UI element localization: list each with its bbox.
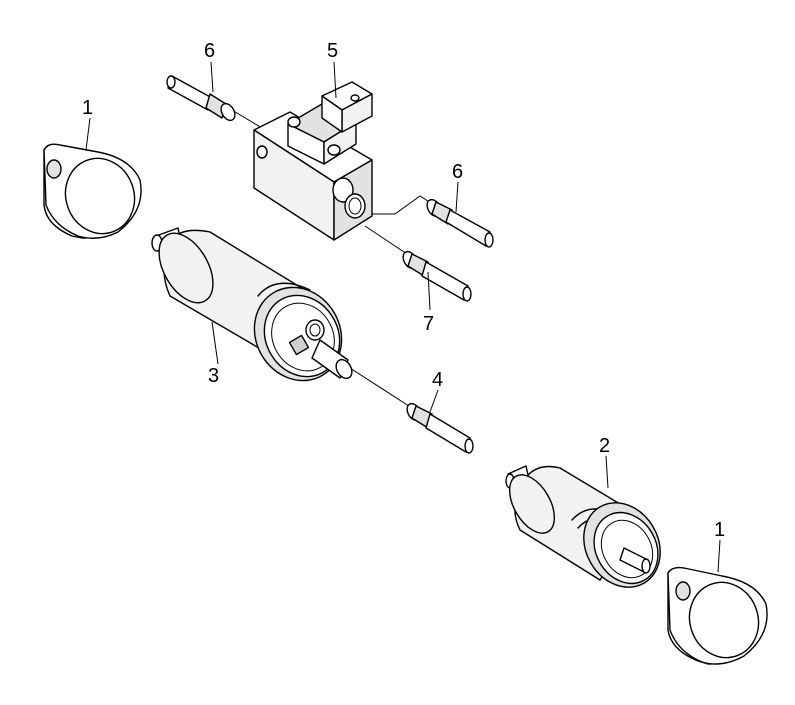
callout-labels: 1 6 5 6 7 3 4 2 1 (82, 40, 725, 541)
callout-filter: 2 (599, 435, 610, 457)
callout-leaders (85, 61, 721, 573)
assembly-lines (231, 109, 435, 409)
callout-clamp-top: 1 (82, 97, 93, 119)
connector-7-part (402, 250, 472, 302)
callout-valve-block: 5 (327, 40, 338, 62)
callout-connector-6-right: 6 (452, 161, 463, 183)
connector-4-part (406, 402, 474, 454)
fuel-filter-part (505, 465, 661, 588)
callout-clamp-bottom: 1 (714, 519, 725, 541)
callout-connector-4: 4 (432, 369, 443, 391)
fuel-pump-part (151, 227, 353, 382)
connector-6-right-part (426, 198, 494, 248)
connector-6-top-part (166, 75, 236, 122)
clamp-top-part (43, 143, 142, 239)
callout-connector-7: 7 (423, 313, 434, 335)
clamp-bottom-part (667, 566, 768, 665)
callout-connector-6-top: 6 (204, 40, 215, 62)
callout-pump: 3 (208, 365, 219, 387)
valve-block-part (253, 81, 373, 241)
